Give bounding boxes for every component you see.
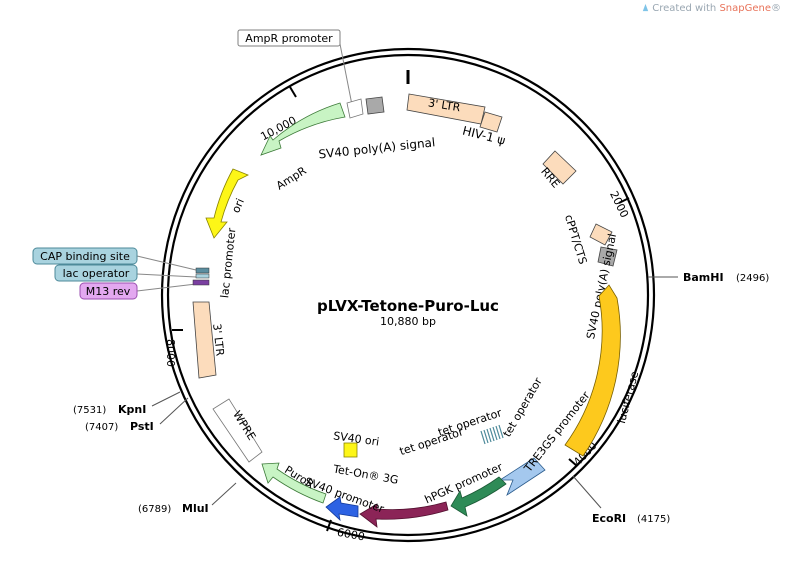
feature-luciferase[interactable]: luciferase	[564, 284, 641, 457]
watermark-brand: SnapGene	[719, 3, 771, 14]
site-mlui-position: (6789)	[138, 504, 171, 515]
feature-sv40-polya-top-label: SV40 poly(A) signal	[318, 135, 436, 161]
backbone-inner-ring	[166, 53, 650, 537]
backbone-outer-ring	[160, 47, 656, 543]
plasmid-size: 10,880 bp	[380, 315, 436, 328]
callout-m13-rev-label: M13 rev	[86, 285, 131, 298]
callout-lac-operator[interactable]: lac operator	[54, 264, 197, 282]
feature-tet-on-3g-label: Tet-On® 3G	[331, 462, 399, 486]
site-psti-name: PstI	[130, 420, 154, 433]
site-kpni-position: (7531)	[73, 405, 106, 416]
site-bamhi-position: (2496)	[736, 273, 769, 284]
site-kpni-name: KpnI	[118, 403, 146, 416]
feature-3-ltr-left[interactable]: 3' LTR	[192, 301, 226, 379]
feature-3-ltr-top-label: 3' LTR	[427, 96, 461, 114]
callout-cap-binding-site-label: CAP binding site	[40, 250, 130, 263]
feature-lac-promoter-label: lac promoter	[218, 227, 238, 299]
lac-feature-cluster[interactable]	[192, 267, 210, 286]
site-psti[interactable]: (7407) PstI	[85, 397, 189, 433]
plasmid-name: pLVX-Tetone-Puro-Luc	[317, 297, 499, 315]
callout-ampr-promoter[interactable]: AmpR promoter	[237, 29, 353, 106]
site-mlui-name: MluI	[182, 502, 209, 515]
watermark-prefix: Created with	[652, 3, 720, 14]
snapgene-logo-icon	[643, 3, 649, 12]
tick-8000: 8000	[164, 329, 183, 367]
site-bamhi-name: BamHI	[683, 271, 724, 284]
site-ecori-position: (4175)	[637, 514, 670, 525]
feature-ampr-promoter-box[interactable]	[346, 98, 364, 119]
callout-ampr-promoter-label: AmpR promoter	[245, 32, 333, 45]
site-bamhi[interactable]: BamHI (2496)	[648, 271, 769, 284]
feature-ori[interactable]: ori	[205, 168, 249, 239]
feature-lac-promoter[interactable]: lac promoter	[218, 227, 238, 299]
tick-label-8000: 8000	[164, 339, 177, 367]
feature-luciferase-label: luciferase	[615, 370, 641, 425]
feature-sv40-ori-label: SV40 ori	[332, 429, 380, 448]
snapgene-watermark: Created with SnapGene®	[641, 3, 781, 14]
callout-cap-binding-site[interactable]: CAP binding site	[32, 247, 197, 271]
feature-3-ltr-top[interactable]: 3' LTR	[406, 93, 486, 125]
feature-puror[interactable]: PuroR	[261, 462, 327, 504]
feature-ori-label: ori	[229, 197, 247, 215]
tick-6000: 6000	[326, 519, 366, 544]
tick-label-2000: 2000	[607, 189, 631, 220]
callout-m13-rev[interactable]: M13 rev	[79, 282, 197, 300]
tick-label-6000: 6000	[336, 526, 366, 544]
site-ecori-name: EcoRI	[592, 512, 626, 525]
feature-tet-operators[interactable]: tet operator tet operator tet operator	[398, 375, 545, 458]
tet-operator-stripes	[480, 424, 504, 445]
tet-operator-label-2: tet operator	[436, 406, 503, 439]
site-psti-position: (7407)	[85, 422, 118, 433]
watermark-registered: ®	[771, 3, 781, 14]
feature-sv40-ori[interactable]: SV40 ori	[332, 429, 380, 458]
feature-rre[interactable]: RRE	[538, 150, 577, 191]
feature-ampr-label: AmpR	[274, 164, 309, 193]
tick-2000: 2000	[607, 189, 631, 220]
callout-lac-operator-label: lac operator	[63, 267, 130, 280]
tet-operator-label-3: tet operator	[500, 375, 545, 439]
site-kpni[interactable]: (7531) KpnI	[73, 391, 181, 416]
feature-cppt-cts-label: cPPT/CTS	[562, 213, 589, 266]
feature-3-ltr-left-label: 3' LTR	[210, 323, 226, 357]
site-mlui[interactable]: (6789) MluI	[138, 482, 237, 515]
site-ecori[interactable]: EcoRI (4175)	[572, 475, 670, 525]
